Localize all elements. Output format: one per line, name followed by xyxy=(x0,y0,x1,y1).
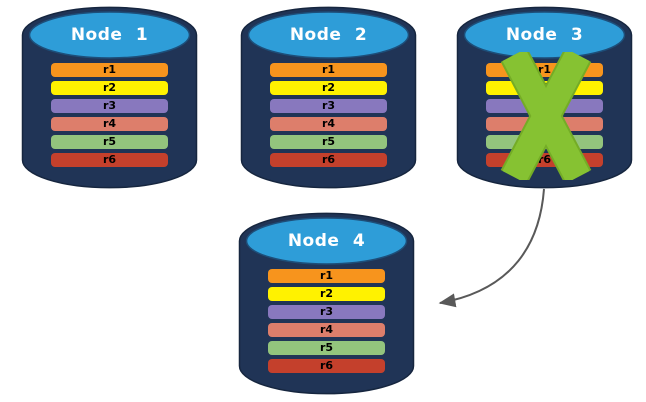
node-title: Node 2 xyxy=(289,25,368,45)
replica-row-r5: r5 xyxy=(51,135,168,149)
node-1: Node 1 r1 r2 r3 r4 r5 r6 xyxy=(21,6,198,189)
cylinder-top xyxy=(28,11,191,59)
cylinder-top xyxy=(247,11,410,59)
node-title: Node 4 xyxy=(287,231,366,251)
replica-row-r1: r1 xyxy=(270,63,387,77)
replica-row-r2: r2 xyxy=(51,81,168,95)
node-title: Node 1 xyxy=(70,25,149,45)
cylinder-top xyxy=(245,217,408,265)
replica-row-r5: r5 xyxy=(268,341,385,355)
replica-row-r2: r2 xyxy=(270,81,387,95)
node-2: Node 2 r1 r2 r3 r4 r5 r6 xyxy=(240,6,417,189)
replica-row-r2: r2 xyxy=(268,287,385,301)
replica-row-r4: r4 xyxy=(268,323,385,337)
replica-row-r4: r4 xyxy=(51,117,168,131)
cylinder-top xyxy=(463,11,626,59)
replica-rows: r1 r2 r3 r4 r5 r6 xyxy=(51,63,168,167)
replica-row-r1: r1 xyxy=(268,269,385,283)
replica-row-r3: r3 xyxy=(270,99,387,113)
replica-row-r5: r5 xyxy=(270,135,387,149)
node-4: Node 4 r1 r2 r3 r4 r5 r6 xyxy=(238,212,415,395)
failure-x-icon xyxy=(500,52,592,180)
replica-row-r3: r3 xyxy=(268,305,385,319)
replica-row-r3: r3 xyxy=(51,99,168,113)
replica-row-r4: r4 xyxy=(270,117,387,131)
replica-row-r6: r6 xyxy=(51,153,168,167)
replica-row-r1: r1 xyxy=(51,63,168,77)
node-title: Node 3 xyxy=(505,25,584,45)
replica-rows: r1 r2 r3 r4 r5 r6 xyxy=(270,63,387,167)
replica-rows: r1 r2 r3 r4 r5 r6 xyxy=(268,269,385,373)
replica-row-r6: r6 xyxy=(268,359,385,373)
failover-arrow-line xyxy=(438,188,545,308)
replica-row-r6: r6 xyxy=(270,153,387,167)
